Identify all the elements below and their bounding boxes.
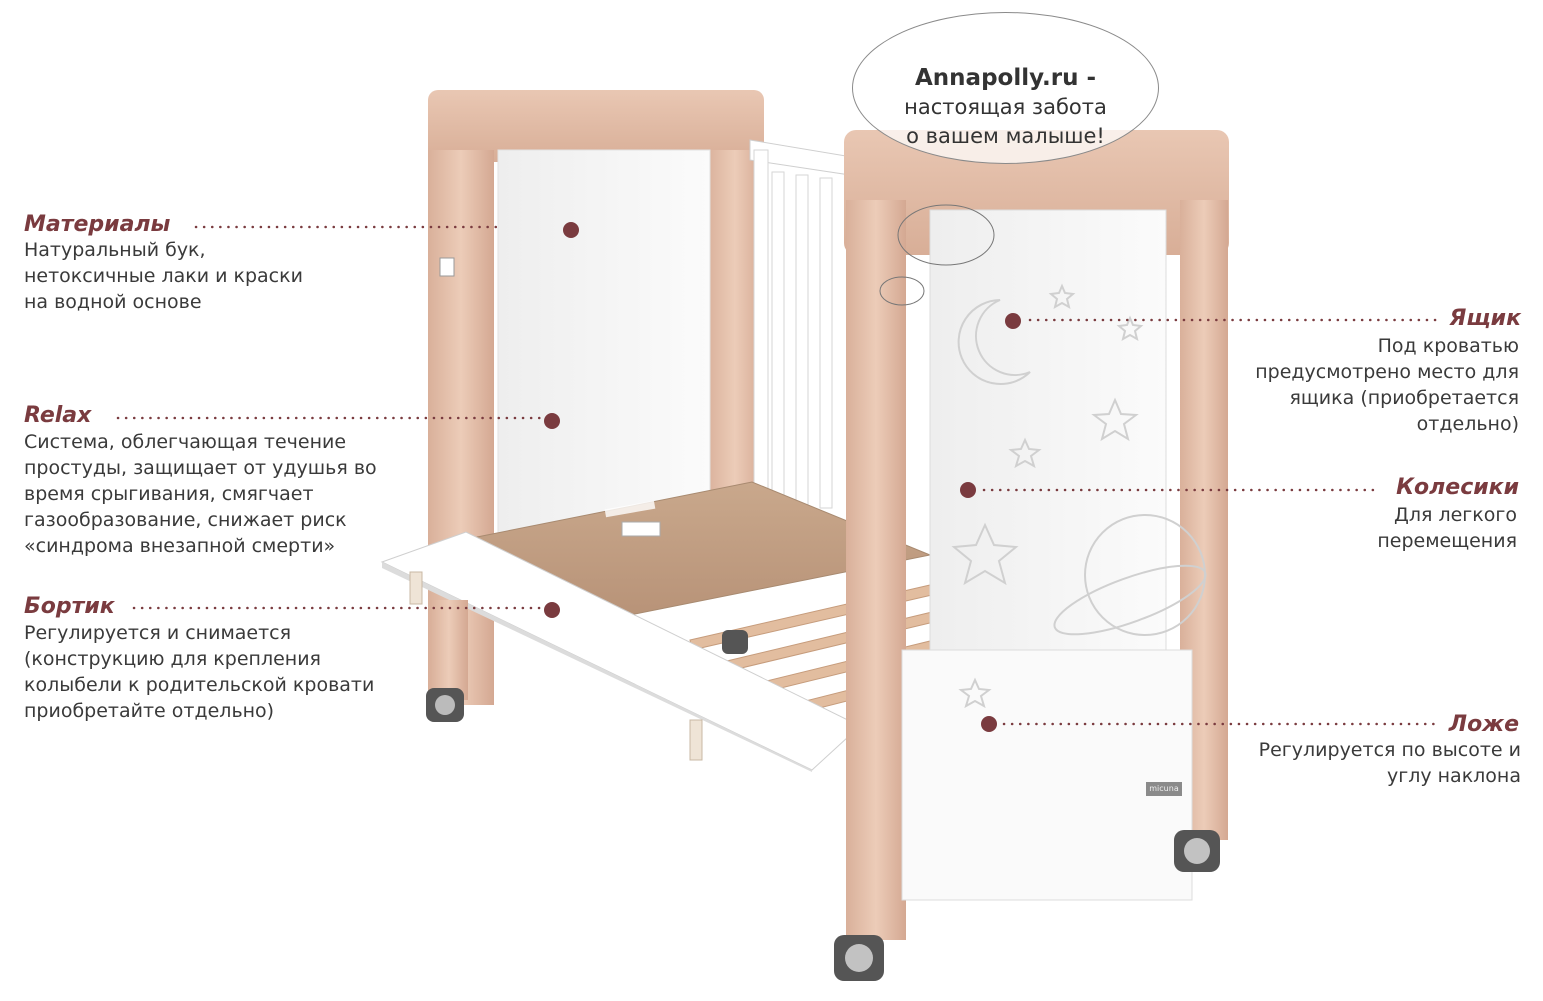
dot-materials: [563, 222, 579, 238]
micuna-logo: micuna: [1149, 784, 1179, 793]
feature-desc-materials: Натуральный бук, нетоксичные лаки и крас…: [24, 239, 303, 313]
feature-desc-relax: Система, облегчающая течение простуды, з…: [24, 431, 377, 557]
dot-bed: [981, 716, 997, 732]
feature-title-side: Бортик: [24, 594, 115, 619]
brand-title: Annapolly.ru -: [915, 65, 1096, 91]
dot-wheels: [960, 482, 976, 498]
feature-title-bed: Ложе: [1448, 712, 1519, 737]
feature-title-wheels: Колесики: [1396, 475, 1519, 500]
embossed-decor: [951, 283, 1207, 709]
feature-desc-wheels: Для легкого перемещения: [1377, 504, 1517, 552]
highlight-oval-top: [897, 204, 995, 266]
dot-relax: [544, 413, 560, 429]
removable-side-panel: [380, 531, 861, 772]
feature-title-materials: Материалы: [24, 212, 171, 237]
highlight-oval-small: [879, 276, 925, 306]
front-footboard: [844, 130, 1229, 940]
feature-desc-drawer: Под кроватью предусмотрено место для ящи…: [1255, 335, 1519, 435]
leader-lines: [116, 225, 1438, 726]
brand-line-2: о вашем малыше!: [906, 124, 1105, 148]
feature-desc-side: Регулируется и снимается (конструкцию дл…: [24, 622, 375, 722]
wheels: [426, 630, 1220, 981]
dot-side: [544, 602, 560, 618]
dot-drawer: [1005, 313, 1021, 329]
feature-desc-bed: Регулируется по высоте и углу наклона: [1258, 739, 1521, 787]
brand-line-1: настоящая забота: [904, 95, 1107, 119]
brand-bubble: Annapolly.ru - настоящая забота о вашем …: [852, 12, 1159, 164]
feature-title-drawer: Ящик: [1449, 306, 1521, 331]
marker-dots: [544, 222, 1021, 732]
feature-title-relax: Relax: [24, 403, 92, 428]
